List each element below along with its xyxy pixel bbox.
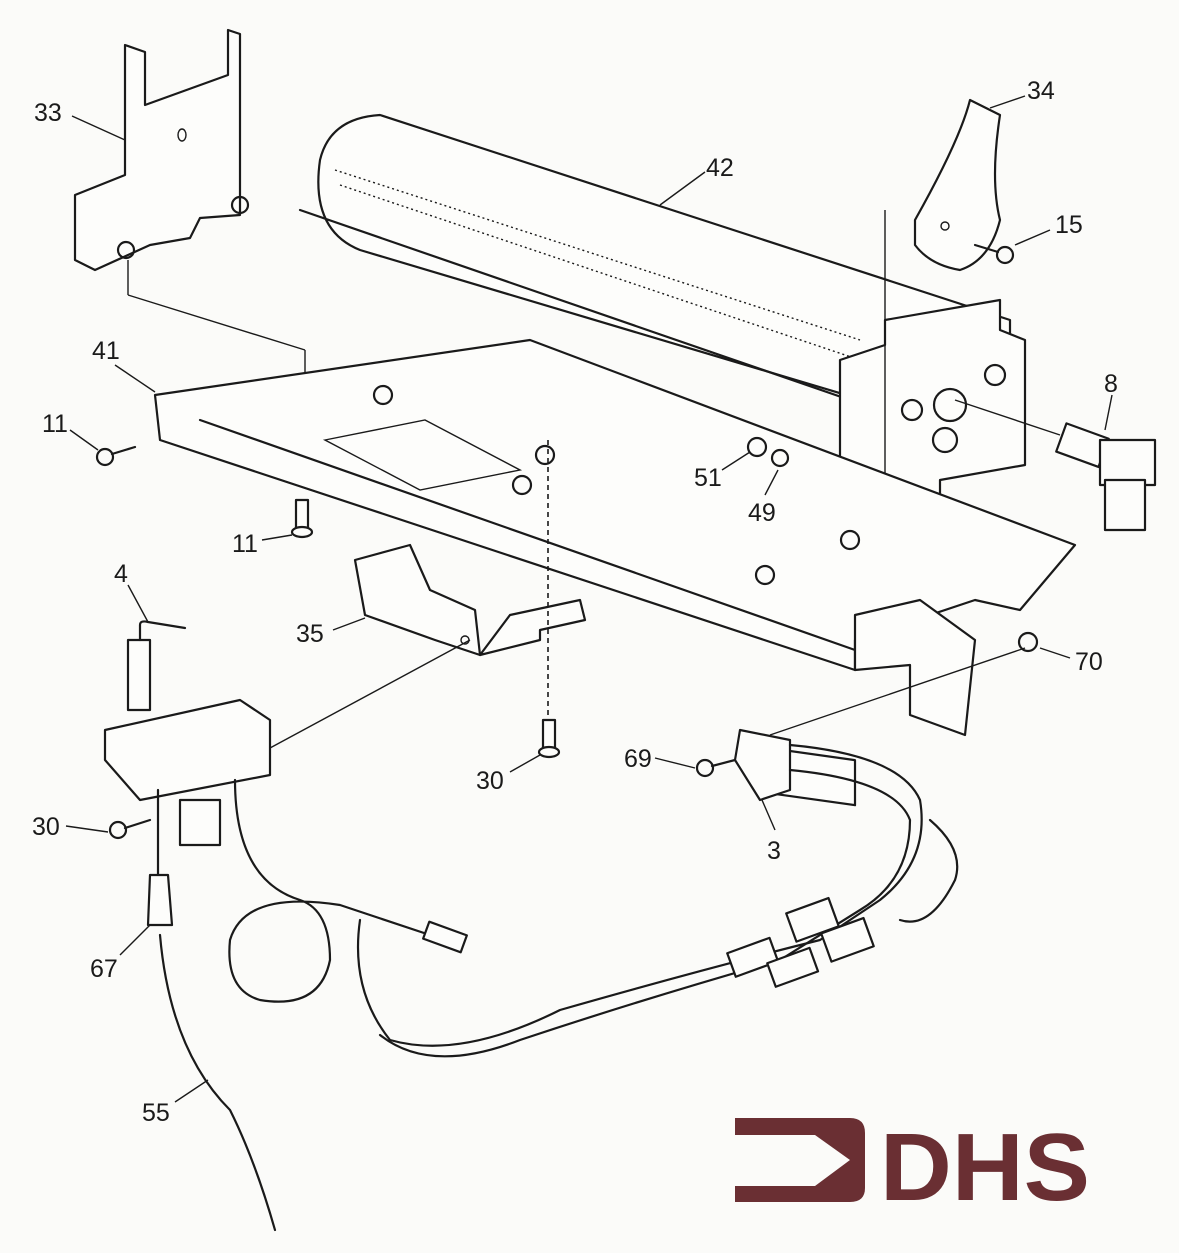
label-8: 8	[1104, 370, 1118, 398]
label-41: 41	[92, 337, 120, 365]
bracket-33	[73, 28, 306, 415]
logo-text: DHS	[880, 1114, 1090, 1221]
label-67: 67	[90, 955, 118, 983]
label-35: 35	[296, 620, 324, 648]
label-3: 3	[767, 837, 781, 865]
burner-42	[298, 113, 1012, 422]
pilot-assembly-4	[103, 620, 471, 1232]
label-49: 49	[748, 499, 776, 527]
bracket-35	[353, 440, 587, 715]
label-30-center: 30	[476, 767, 504, 795]
shield-34	[913, 98, 1002, 272]
label-55: 55	[142, 1099, 170, 1127]
logo-arrow-icon	[735, 1118, 865, 1202]
label-33: 33	[34, 99, 62, 127]
elbow-fitting-8	[954, 399, 1157, 532]
part-labels: 33 34 42 15 41 11 8 51 49 11 4 35 70 69 …	[32, 77, 1118, 1127]
label-51: 51	[694, 464, 722, 492]
base-plate-41	[153, 338, 1077, 807]
hardware	[95, 243, 1039, 840]
label-11-bottom: 11	[232, 530, 258, 558]
label-42: 42	[706, 154, 734, 182]
label-11-top: 11	[42, 410, 68, 438]
label-30-left: 30	[32, 813, 60, 841]
label-15: 15	[1055, 211, 1083, 239]
label-69: 69	[624, 745, 652, 773]
label-4: 4	[114, 560, 128, 588]
leader-lines	[65, 95, 1113, 1103]
dhs-logo: DHS	[735, 1114, 1090, 1221]
label-34: 34	[1027, 77, 1055, 105]
label-70: 70	[1075, 648, 1103, 676]
switch-3	[356, 647, 1026, 1058]
